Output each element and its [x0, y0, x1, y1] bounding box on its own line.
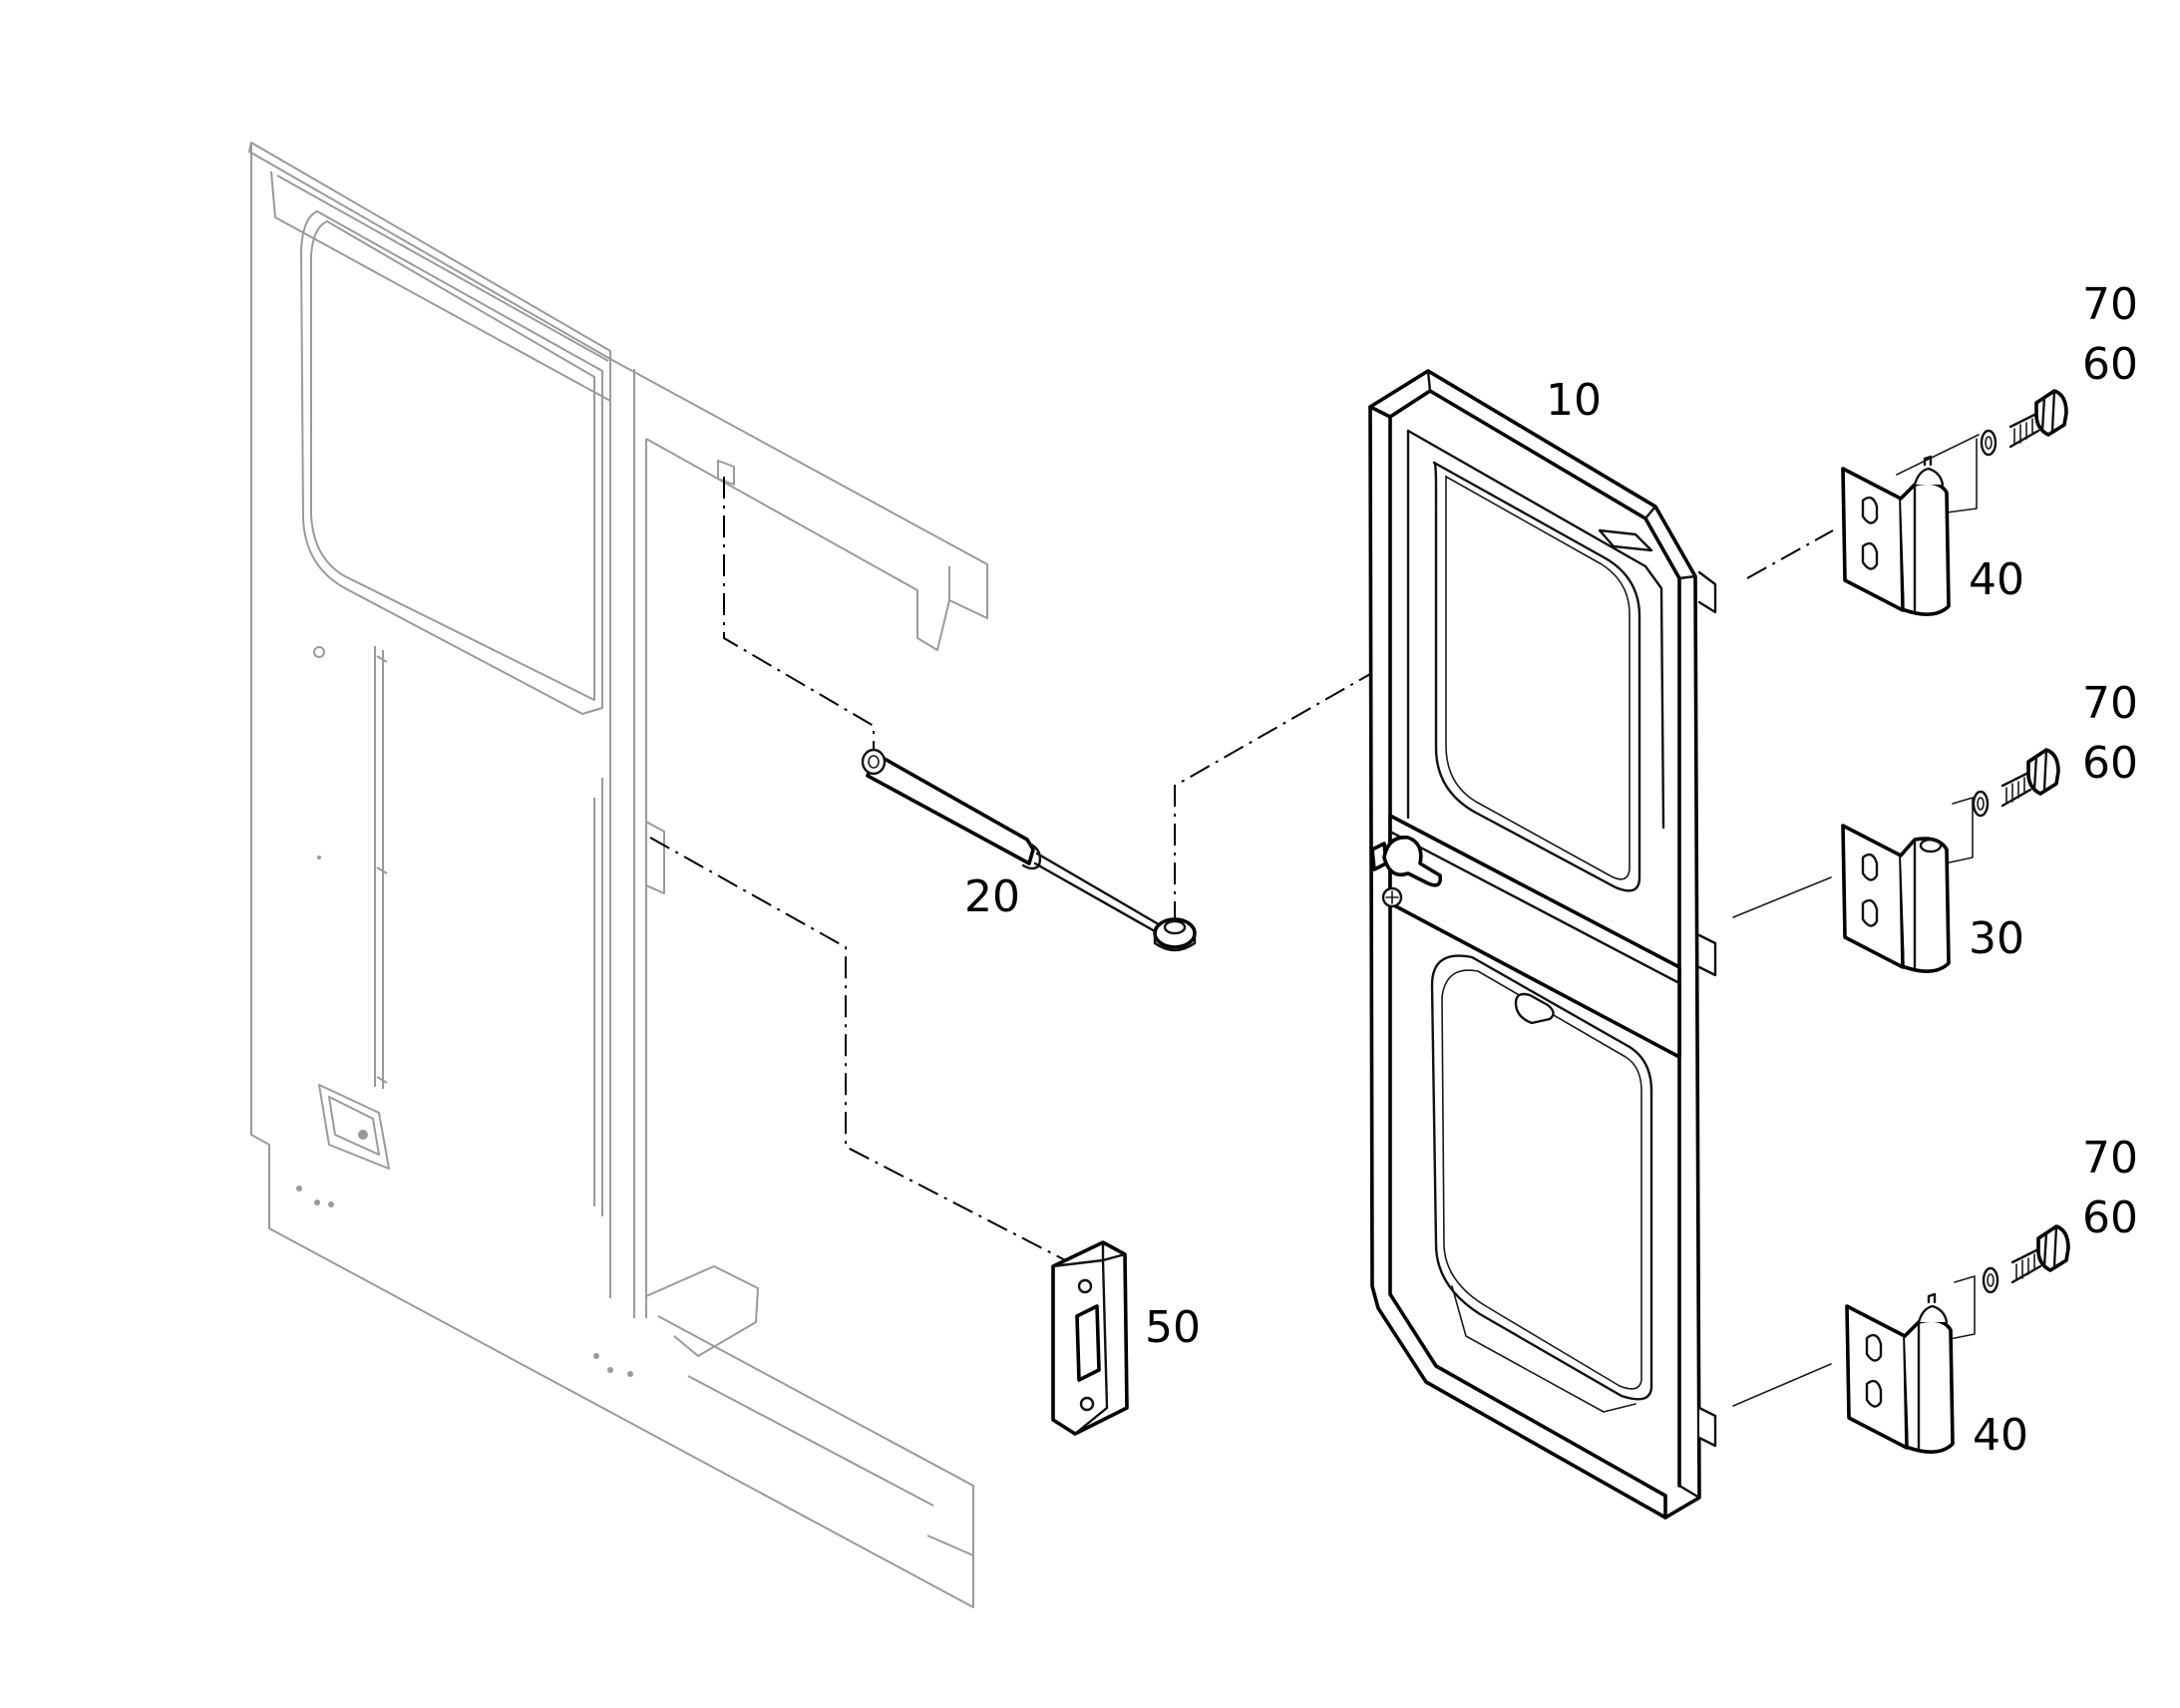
- striker-plate: [1051, 1240, 1129, 1436]
- callout-bolt-top: 70: [2082, 279, 2138, 330]
- callout-door: 10: [1546, 375, 1602, 426]
- callout-hinge-bottom: 40: [1973, 1410, 2028, 1461]
- cab-frame: [248, 142, 988, 1608]
- door: [1368, 369, 1717, 1520]
- bolt-washer-bottom: [1982, 1224, 2070, 1294]
- callout-washer-top: 60: [2082, 339, 2138, 390]
- callout-hinge-top: 40: [1969, 554, 2024, 605]
- gas-strut: [861, 748, 1197, 952]
- callout-washer-middle: 60: [2082, 738, 2138, 789]
- callout-striker-plate: 50: [1145, 1302, 1201, 1353]
- callout-bolt-middle: 70: [2082, 678, 2138, 729]
- callout-washer-bottom: 60: [2082, 1193, 2138, 1243]
- hinge-middle: [1841, 824, 1951, 973]
- callout-gas-strut: 20: [964, 871, 1020, 922]
- callout-labels: 10 20 50 40 30 40 70 60 70 60 70 60: [964, 279, 2138, 1461]
- hinge-top: [1841, 455, 1951, 616]
- callout-hinge-middle: 30: [1969, 913, 2024, 964]
- callout-bolt-bottom: 70: [2082, 1133, 2138, 1184]
- hinge-bottom: [1845, 1292, 1955, 1454]
- assembly-lines: [649, 434, 1980, 1407]
- bolt-washer-middle: [1972, 748, 2060, 818]
- bolt-washer-top: [1980, 389, 2068, 457]
